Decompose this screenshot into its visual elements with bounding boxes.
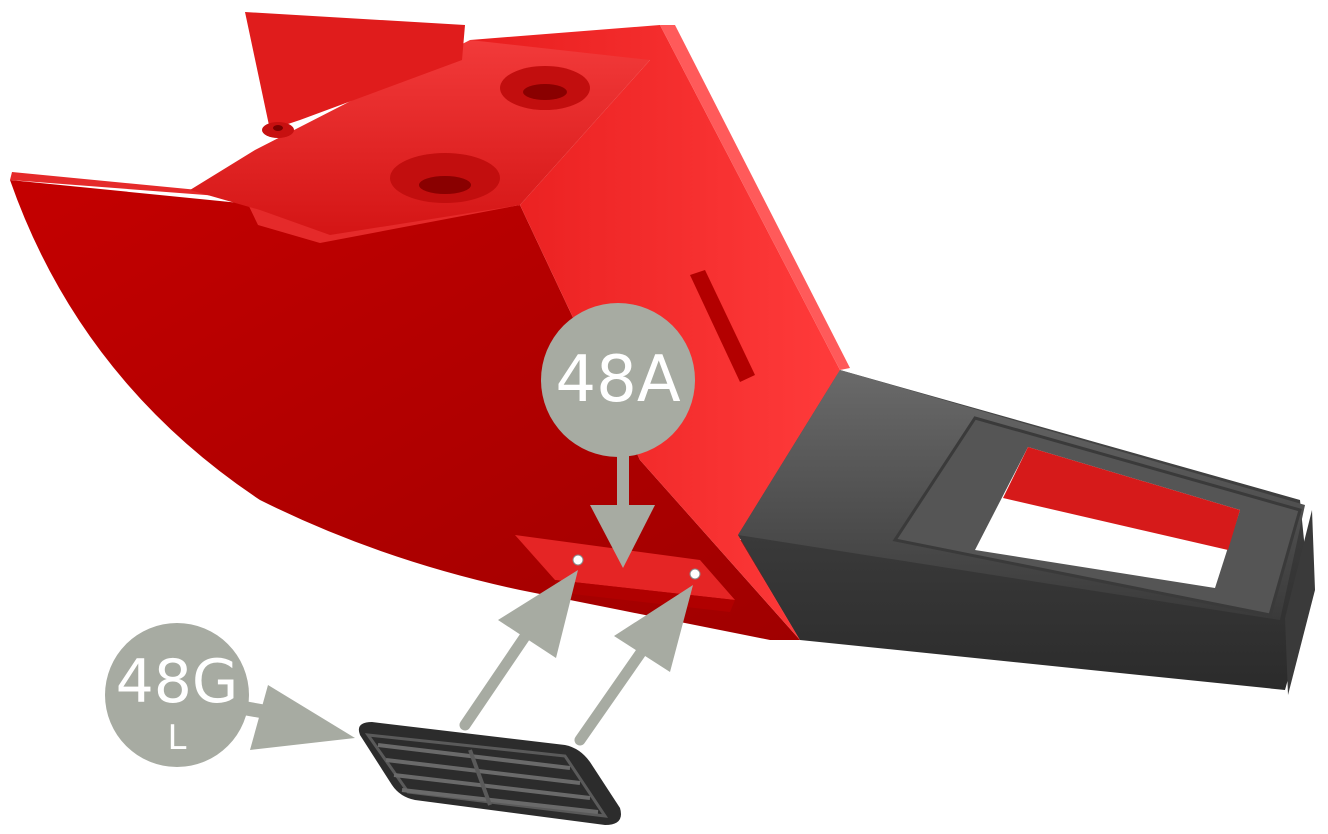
red-housing-hole-1-inner: [523, 84, 567, 100]
mounting-hole-left: [573, 555, 583, 565]
red-housing-part: [10, 12, 850, 640]
callout-48a: 48A: [541, 303, 695, 457]
callout-48a-label: 48A: [555, 343, 680, 417]
red-housing-post-hole: [273, 125, 283, 131]
callout-48g: 48G L: [105, 623, 249, 767]
grey-sleeve-part: [738, 370, 1315, 695]
callout-48g-label: 48G: [116, 647, 239, 717]
callout-48g-sublabel: L: [168, 718, 187, 758]
mounting-hole-right: [690, 569, 700, 579]
arrow-grille-to-left-hole: [465, 570, 578, 725]
red-housing-hole-2-inner: [419, 176, 471, 194]
